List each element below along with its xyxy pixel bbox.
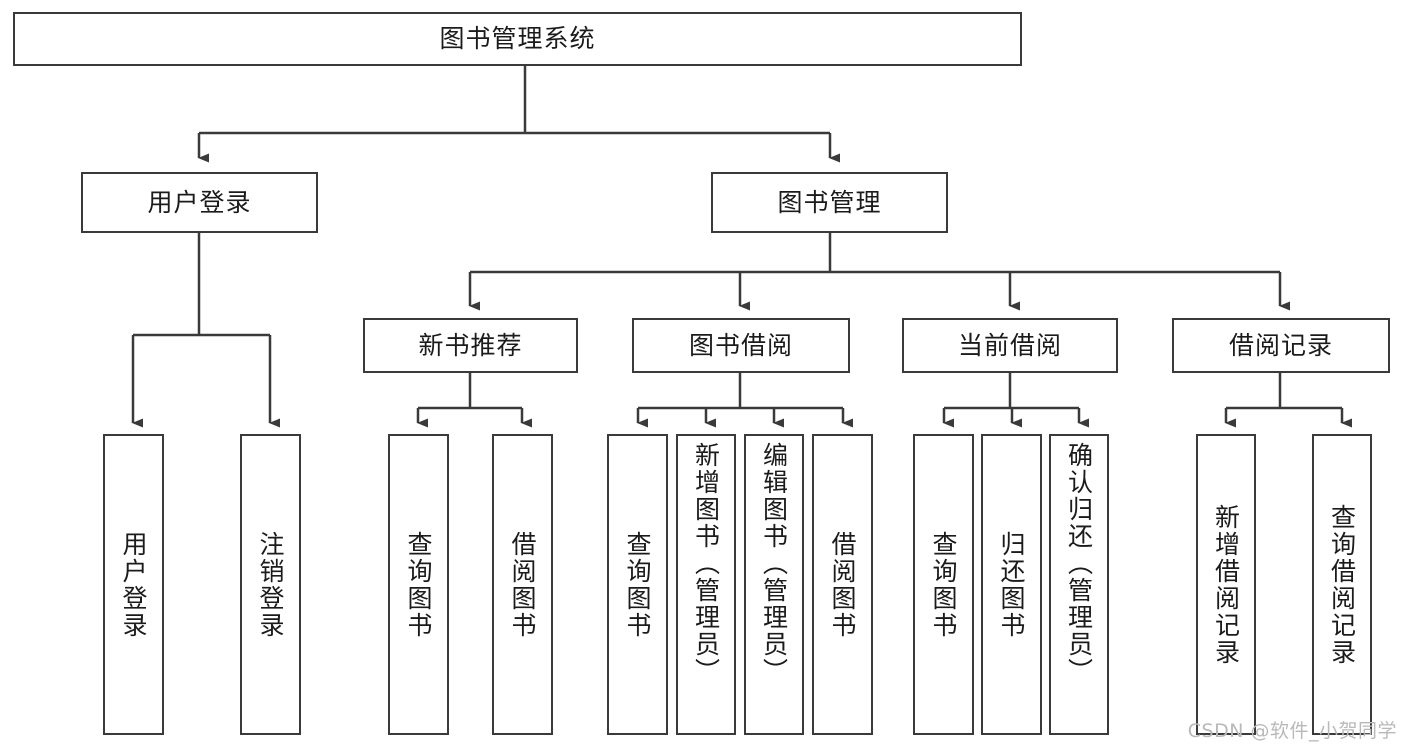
node-leaf-confirm-return[interactable]: 确认归还（管理员）	[1049, 434, 1109, 735]
csdn-watermark: CSDN @软件_小贺同学	[1187, 720, 1397, 742]
node-leaf-add-book[interactable]: 新增图书（管理员）	[676, 434, 736, 735]
node-book-management[interactable]: 图书管理	[711, 172, 948, 233]
node-root[interactable]: 图书管理系统	[13, 12, 1022, 66]
node-leaf-return-book[interactable]: 归还图书	[981, 434, 1042, 735]
node-leaf-borrow-book-2[interactable]: 借阅图书	[812, 434, 873, 735]
node-leaf-query-book-3[interactable]: 查询图书	[913, 434, 974, 735]
node-leaf-add-record[interactable]: 新增借阅记录	[1196, 434, 1256, 735]
node-book-borrow[interactable]: 图书借阅	[632, 318, 850, 373]
node-leaf-borrow-book-1[interactable]: 借阅图书	[492, 434, 553, 735]
node-borrow-record[interactable]: 借阅记录	[1172, 318, 1390, 373]
node-leaf-query-book-1[interactable]: 查询图书	[388, 434, 449, 735]
node-leaf-query-book-2[interactable]: 查询图书	[607, 434, 668, 735]
node-leaf-query-record[interactable]: 查询借阅记录	[1312, 434, 1372, 735]
node-leaf-user-login[interactable]: 用户登录	[103, 434, 164, 735]
node-current-borrow[interactable]: 当前借阅	[902, 318, 1118, 373]
node-leaf-user-logout[interactable]: 注销登录	[240, 434, 301, 735]
node-new-book-recommend[interactable]: 新书推荐	[363, 318, 578, 373]
node-leaf-edit-book[interactable]: 编辑图书（管理员）	[744, 434, 804, 735]
node-user-login[interactable]: 用户登录	[81, 172, 318, 233]
